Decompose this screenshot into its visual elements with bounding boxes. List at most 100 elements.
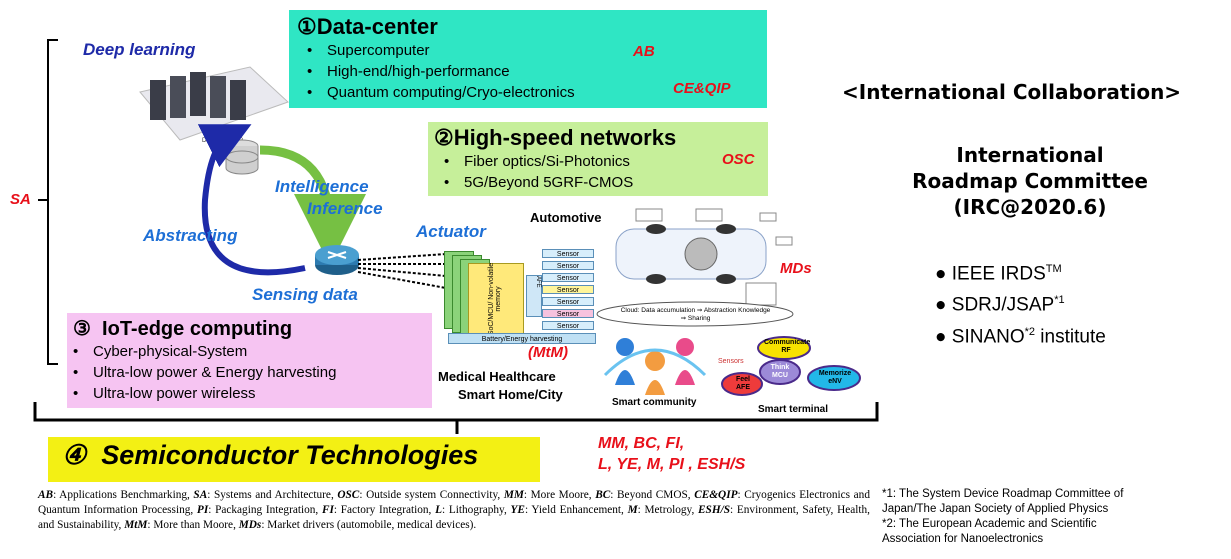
- abstracting-label: Abstracting: [143, 226, 238, 245]
- sensor-3: Sensor: [542, 273, 594, 282]
- legend-abbr: CE&QIP: [694, 489, 738, 501]
- abbreviation-legend: AB: Applications Benchmarking, SA: Syste…: [38, 488, 870, 533]
- iot-box: ③ IoT-edge computing Cyber-physical-Syst…: [67, 313, 432, 408]
- iot-item: Ultra-low power & Energy harvesting: [73, 362, 426, 383]
- afe-block: AFE: [526, 275, 542, 317]
- memorize-label: Memorize eNV: [818, 370, 852, 385]
- networks-item: 5G/Beyond 5GRF-CMOS: [444, 172, 762, 193]
- sa-bracket: [38, 39, 58, 365]
- data-center-box: ①Data-center Supercomputer High-end/high…: [289, 10, 767, 108]
- automotive-diagram: [615, 208, 793, 306]
- sensor-1: Sensor: [542, 249, 594, 258]
- intelligence-label: Intelligence: [275, 177, 369, 196]
- legend-abbr: OSC: [337, 489, 360, 501]
- legend-definition: : Market drivers (automobile, medical de…: [261, 519, 477, 531]
- osc-tag: OSC: [722, 151, 755, 168]
- sensor-6: Sensor: [542, 309, 594, 318]
- router-icon: [315, 245, 359, 275]
- legend-abbr: BC: [595, 489, 611, 501]
- actuator-label: Actuator: [416, 222, 486, 241]
- mds-label: MDs: [780, 260, 812, 277]
- footnote-1a: *1: The System Device Roadmap Committee …: [882, 488, 1124, 500]
- bottom-bracket: [33, 402, 879, 434]
- smart-community-label: Smart community: [612, 397, 697, 408]
- smart-terminal-image: [721, 336, 861, 396]
- sensor-node-stack: SoC/MCU/ Non-volatile memory Sensor Sens…: [444, 245, 604, 345]
- data-center-item: Quantum computing/Cryo-electronics: [307, 82, 759, 103]
- smart-home-label: Smart Home/City: [458, 387, 563, 402]
- sensor-2: Sensor: [542, 261, 594, 270]
- legend-definition: : Beyond CMOS,: [610, 489, 695, 501]
- sensor-5: Sensor: [542, 297, 594, 306]
- collab-heading: <International Collaboration>: [842, 80, 1182, 104]
- legend-definition: : Factory Integration,: [333, 504, 436, 516]
- ab-tag: AB: [633, 43, 655, 60]
- legend-abbr: M: [627, 504, 638, 516]
- member-item: ● SDRJ/JSAP*1: [935, 294, 1065, 316]
- legend-definition: : Environment, Safety, Health, and Susta…: [38, 504, 871, 531]
- legend-definition: : More than Moore,: [147, 519, 239, 531]
- sensor-4: Sensor: [542, 285, 594, 294]
- footnote-1b: Japan/The Japan Society of Applied Physi…: [882, 503, 1109, 515]
- data-center-item: Supercomputer: [307, 40, 759, 61]
- member-item: ● SINANO*2 institute: [935, 325, 1106, 347]
- legend-definition: : Applications Benchmarking,: [53, 489, 194, 501]
- iot-title: ③ IoT-edge computing: [73, 318, 293, 340]
- data-center-title: ①Data-center: [297, 14, 438, 39]
- legend-definition: : Packaging Integration,: [208, 504, 322, 516]
- member-item: ● IEEE IRDSTM: [935, 263, 1062, 285]
- committee-block: International Roadmap Committee (IRC@202…: [880, 142, 1180, 220]
- communicate-label: Communicate RF: [764, 339, 811, 354]
- medical-label: Medical Healthcare: [438, 369, 556, 384]
- legend-abbr: SA: [193, 489, 208, 501]
- networks-title: ②High-speed networks: [434, 125, 677, 150]
- networks-box: ②High-speed networks Fiber optics/Si-Pho…: [428, 122, 768, 196]
- cycle-arrows: [197, 124, 366, 276]
- legend-definition: : More Moore,: [523, 489, 596, 501]
- semiconductor-title: ④ Semiconductor Technologies: [62, 440, 479, 470]
- iot-item: Ultra-low power wireless: [73, 383, 426, 404]
- feel-label: Feel AFE: [735, 376, 750, 391]
- iot-item: Cyber-physical-System: [73, 341, 426, 362]
- legend-definition: : Metrology,: [637, 504, 698, 516]
- think-label: Think MCU: [770, 364, 790, 379]
- legend-abbr: MM: [503, 489, 524, 501]
- automotive-label: Automotive: [530, 210, 602, 225]
- footnotes: *1: The System Device Roadmap Committee …: [882, 487, 1123, 547]
- legend-definition: : Yield Enhancement,: [524, 504, 628, 516]
- committee-line3: (IRC@2020.6): [953, 195, 1107, 219]
- legend-abbr: AB: [38, 489, 54, 501]
- cloud-text: Cloud: Data accumulation ⇒ Abstraction K…: [620, 307, 771, 322]
- legend-abbr: MtM: [124, 519, 148, 531]
- sensor-7: Sensor: [542, 321, 594, 330]
- legend-abbr: MDs: [238, 519, 262, 531]
- legend-abbr: ESH/S: [698, 504, 731, 516]
- battery-bar: Battery/Energy harvesting: [448, 333, 596, 344]
- legend-definition: : Systems and Architecture,: [207, 489, 338, 501]
- mtm-label: (MtM): [528, 344, 568, 361]
- legend-definition: : Outside system Connectivity,: [359, 489, 504, 501]
- legend-definition: : Cryogenics Electronics and Quantum Inf…: [38, 489, 870, 516]
- footnote-2b: Association for Nanoelectronics: [882, 533, 1044, 545]
- ceqip-tag: CE&QIP: [673, 80, 731, 97]
- chip-text: SoC/MCU/ Non-volatile memory: [488, 262, 502, 336]
- cloud-shape: [596, 301, 794, 327]
- member-list: ● IEEE IRDSTM ● SDRJ/JSAP*1 ● SINANO*2 i…: [935, 256, 1106, 350]
- smart-community-image: [603, 338, 707, 395]
- networks-item: Fiber optics/Si-Photonics: [444, 151, 762, 172]
- legend-abbr: FI: [321, 504, 334, 516]
- inference-label: Inference: [307, 199, 383, 218]
- chip-block: SoC/MCU/ Non-volatile memory: [468, 263, 524, 335]
- sa-label: SA: [10, 191, 31, 208]
- semiconductor-tags-line2: L, YE, M, PI , ESH/S: [598, 456, 746, 473]
- deep-learning-label: Deep learning: [83, 40, 196, 59]
- committee-line2: Roadmap Committee: [912, 169, 1148, 193]
- legend-abbr: L: [435, 504, 442, 516]
- dotted-arrows: [357, 253, 447, 289]
- footnote-2a: *2: The European Academic and Scientific: [882, 518, 1097, 530]
- legend-abbr: PI: [196, 504, 209, 516]
- committee-line1: International: [956, 143, 1104, 167]
- semiconductor-tags-line1: MM, BC, FI,: [598, 435, 685, 452]
- smart-terminal-label: Smart terminal: [758, 404, 829, 415]
- legend-definition: : Lithography,: [442, 504, 511, 516]
